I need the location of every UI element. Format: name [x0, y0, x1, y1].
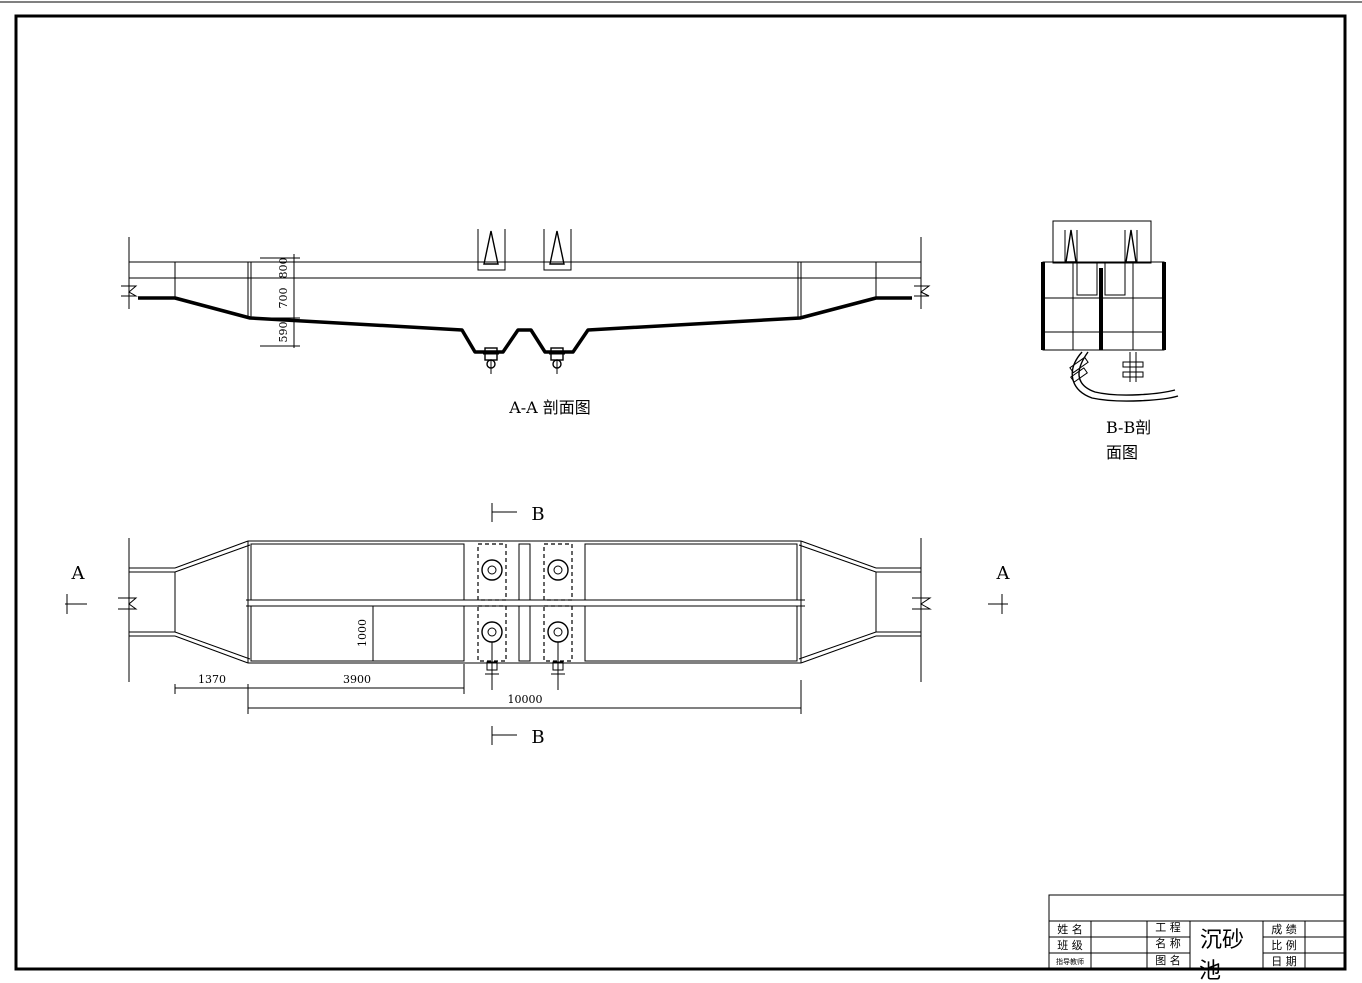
title-block	[1048, 894, 1346, 970]
tb-name-label: 姓 名	[1057, 922, 1083, 936]
aa-dim-590: 590	[277, 322, 290, 343]
tb-class-label: 班 级	[1057, 939, 1083, 952]
pump-symbol-right	[543, 229, 572, 271]
section-mark-b-bottom: B	[531, 727, 544, 748]
hopper-valve-right	[549, 347, 565, 374]
section-mark-a-right: A	[996, 563, 1011, 584]
pump-symbol-left	[477, 229, 506, 271]
aa-dim-700: 700	[277, 288, 290, 309]
tb-title-line1: 沉砂	[1200, 928, 1244, 953]
tb-title-line2: 池	[1199, 959, 1221, 983]
tb-advisor-label: 指导教师	[1056, 957, 1084, 966]
plan-dim-1370: 1370	[198, 673, 226, 686]
section-bb-label-line1: B-B剖	[1106, 418, 1151, 437]
tb-date-label: 日 期	[1271, 955, 1297, 968]
tb-scale-label: 比 例	[1271, 938, 1297, 952]
channel-bottom-profile	[138, 296, 912, 354]
section-aa-label: A-A 剖面图	[508, 398, 591, 417]
section-mark-a-left: A	[71, 563, 86, 584]
plan-dim-10000: 10000	[508, 693, 543, 706]
tb-project-label-1: 工 程	[1155, 921, 1181, 934]
plan-dim-3900: 3900	[343, 673, 371, 686]
section-bb-view	[1041, 220, 1179, 402]
tb-drawing-name-label: 图 名	[1155, 953, 1181, 967]
plan-view: 1000 1370 3900 10000	[65, 503, 1008, 745]
aa-dim-800: 800	[277, 258, 290, 279]
plan-dim-1000: 1000	[356, 619, 369, 647]
tb-project-label-2: 名 称	[1155, 936, 1181, 950]
drawing-frame	[14, 14, 1347, 971]
section-bb-label-line2: 面图	[1106, 443, 1138, 462]
section-aa-view: 800 700 590	[121, 229, 931, 374]
tb-grade-label: 成 绩	[1271, 923, 1297, 936]
section-mark-b-top: B	[531, 504, 544, 525]
hopper-valve-left	[483, 347, 499, 374]
